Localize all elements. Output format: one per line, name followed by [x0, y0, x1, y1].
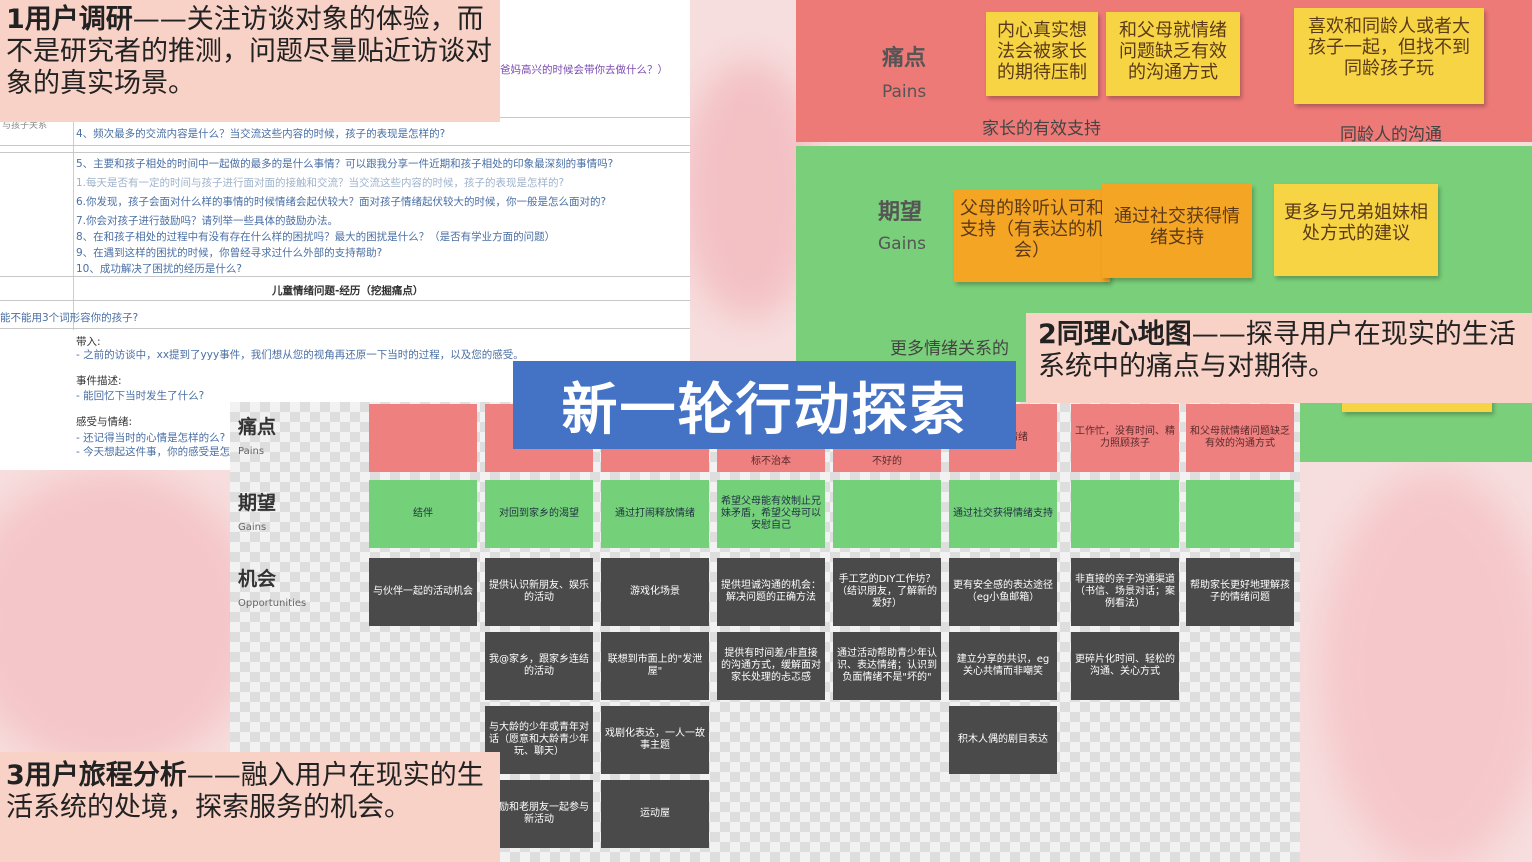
opportunity-cell: 与大龄的少年或青年对话（愿意和大龄青少年玩、聊天） [485, 706, 593, 774]
gain-cell [833, 480, 941, 548]
pain-group-2: 同龄人的沟通 [1340, 125, 1442, 145]
doc-question-5b: 1.每天是否有一定的时间与孩子进行面对面的接触和交流？当交流这些内容的时候，孩子… [76, 177, 565, 189]
gain-group: 更多情绪关系的 [890, 339, 1009, 359]
caption-journey-analysis: 3用户旅程分析——融入用户在现实的生活系统的处境，探索服务的机会。 [0, 752, 500, 862]
opportunity-cell: 提供认识新朋友、娱乐的活动 [485, 558, 593, 626]
caption-3-text: ——融入用户在现实的生活系统的处境，探索服务的机会。 [6, 760, 484, 823]
gain-cell [1186, 480, 1294, 548]
gain-sticky-3: 更多与兄弟姐妹相处方式的建议 [1274, 184, 1438, 276]
doc-question-4: 4、频次最多的交流内容是什么？当交流这些内容的时候，孩子的表现是怎样的? [76, 128, 446, 140]
gain-cell: 结伴 [369, 480, 477, 548]
opportunity-cell: 更有安全感的表达途径（eg小鱼邮箱） [949, 558, 1057, 626]
doc-top-snippet: 爸妈高兴的时候会带你去做什么？） [500, 64, 668, 76]
doc-rule [0, 152, 690, 153]
pain-cell [369, 404, 477, 472]
caption-3-bold: 3用户旅程分析 [6, 760, 187, 791]
pain-group-1: 家长的有效支持 [982, 119, 1101, 139]
doc-rule [0, 300, 690, 301]
empathy-gains-en: Gains [878, 234, 926, 254]
doc-rule [0, 328, 690, 329]
caption-empathy-map: 2同理心地图——探寻用户在现实的生活系统中的痛点与对期待。 [1026, 313, 1532, 403]
opportunity-cell: 手工艺的DIY工作坊？（结识朋友，了解新的爱好） [833, 558, 941, 626]
opportunity-cell: 非直接的亲子沟通渠道（书信、场景对话；案例看法） [1071, 558, 1179, 626]
opportunity-cell: 运动屋 [601, 780, 709, 848]
doc-feel-text-2: - 今天想起这件事，你的感受是怎 [76, 446, 231, 458]
gain-cell: 希望父母能有效制止兄妹矛盾，希望父母可以安慰自己 [717, 480, 825, 548]
gain-sticky-1: 父母的聆听认可和支持（有表达的机会） [954, 190, 1110, 282]
doc-event-label: 事件描述: [76, 375, 122, 387]
opportunity-cell: 更碎片化时间、轻松的沟通、关心方式 [1071, 632, 1179, 700]
pain-cell: 和父母就情绪问题缺乏有效的沟通方式 [1186, 404, 1294, 472]
opportunity-cell: 游戏化场景 [601, 558, 709, 626]
doc-question-10: 10、成功解决了困扰的经历是什么? [76, 263, 242, 275]
gain-cell [1071, 480, 1179, 548]
gain-cell: 通过打闹释放情绪 [601, 480, 709, 548]
bg-watercolor [0, 470, 260, 770]
caption-1-bold: 1用户调研 [6, 4, 133, 35]
doc-intro-text: - 之前的访谈中，xx提到了yyy事件，我们想从您的视角再还原一下当时的过程，以… [76, 349, 524, 361]
empathy-pains-label: 痛点 [882, 46, 927, 71]
doc-section-title: 儿童情绪问题-经历（挖掘痛点） [272, 285, 424, 297]
gain-cell: 通过社交获得情绪支持 [949, 480, 1057, 548]
pain-sticky-1: 内心真实想法会被家长的期待压制 [986, 12, 1098, 96]
gain-cell: 对回到家乡的渴望 [485, 480, 593, 548]
doc-intro-label: 带入: [76, 336, 101, 348]
doc-question-three-words: 能不能用3个词形容你的孩子? [0, 312, 139, 324]
doc-question-5: 5、主要和孩子相处的时间中一起做的最多的是什么事情？可以跟我分享一件近期和孩子相… [76, 158, 614, 170]
opportunity-cell: 建立分享的共识，eg关心共情而非嘲笑 [949, 632, 1057, 700]
doc-event-text: - 能回忆下当时发生了什么? [76, 390, 205, 402]
opportunity-cell: 联想到市面上的"发泄屋" [601, 632, 709, 700]
gain-sticky-2: 通过社交获得情绪支持 [1102, 184, 1252, 278]
empathy-map: 痛点 Pains 内心真实想法会被家长的期待压制 和父母就情绪问题缺乏有效的沟通… [796, 0, 1532, 462]
caption-user-research: 1用户调研——关注访谈对象的体验，而不是研究者的推测，问题尽量贴近访谈对象的真实… [0, 0, 500, 122]
opportunity-cell: 提供有时间差/非直接的沟通方式，缓解面对家长处理的忐忑感 [717, 632, 825, 700]
opportunity-cell: 我@家乡，跟家乡连结的活动 [485, 632, 593, 700]
doc-side-column [0, 0, 74, 330]
pain-sticky-2: 和父母就情绪问题缺乏有效的沟通方式 [1106, 12, 1240, 96]
empathy-pains-en: Pains [882, 82, 927, 102]
doc-feel-label: 感受与情绪: [76, 416, 133, 428]
doc-side-snippet: 与孩子关系 [2, 121, 48, 131]
opportunity-cell: 帮助家长更好地理解孩子的情绪问题 [1186, 558, 1294, 626]
doc-question-9: 9、在遇到这样的困扰的时候，你曾经寻求过什么外部的支持帮助? [76, 247, 383, 259]
doc-question-7: 7.你会对孩子进行鼓励吗？请列举一些具体的鼓励办法。 [76, 215, 339, 227]
opportunity-cell: 提供坦诚沟通的机会：解决问题的正确方法 [717, 558, 825, 626]
doc-question-8: 8、在和孩子相处的过程中有没有存在什么样的困扰吗？最大的困扰是什么？（是否有学业… [76, 231, 556, 243]
opportunity-cell: 鼓励和老朋友一起参与新活动 [485, 780, 593, 848]
doc-feel-text-1: - 还记得当时的心情是怎样的么? [76, 432, 226, 444]
doc-question-6: 6.你发现，孩子会面对什么样的事情的时候情绪会起伏较大？面对孩子情绪起伏较大的时… [76, 196, 607, 208]
caption-2-text: ——探寻用户在现实的生活系统中的痛点与对期待。 [1038, 319, 1516, 382]
opportunity-cell: 积木人偶的剧目表达 [949, 706, 1057, 774]
doc-rule [0, 145, 690, 146]
opportunity-cell: 戏剧化表达，一人一故事主题 [601, 706, 709, 774]
doc-rule [0, 276, 690, 277]
empathy-gains-label: 期望 [878, 200, 923, 225]
pain-sticky-3: 喜欢和同龄人或者大孩子一起，但找不到同龄孩子玩 [1294, 8, 1484, 104]
caption-2-bold: 2同理心地图 [1038, 319, 1192, 350]
pain-cell: 工作忙，没有时间、精力照顾孩子 [1071, 404, 1179, 472]
caption-1-text: ——关注访谈对象的体验，而不是研究者的推测，问题尽量贴近访谈对象的真实场景。 [6, 4, 492, 99]
bg-watercolor [1320, 470, 1532, 862]
opportunity-cell: 通过活动帮助青少年认识、表达情绪；认识到负面情绪不是"坏的" [833, 632, 941, 700]
slide-title: 新一轮行动探索 [513, 361, 1016, 449]
opportunity-cell: 与伙伴一起的活动机会 [369, 558, 477, 626]
